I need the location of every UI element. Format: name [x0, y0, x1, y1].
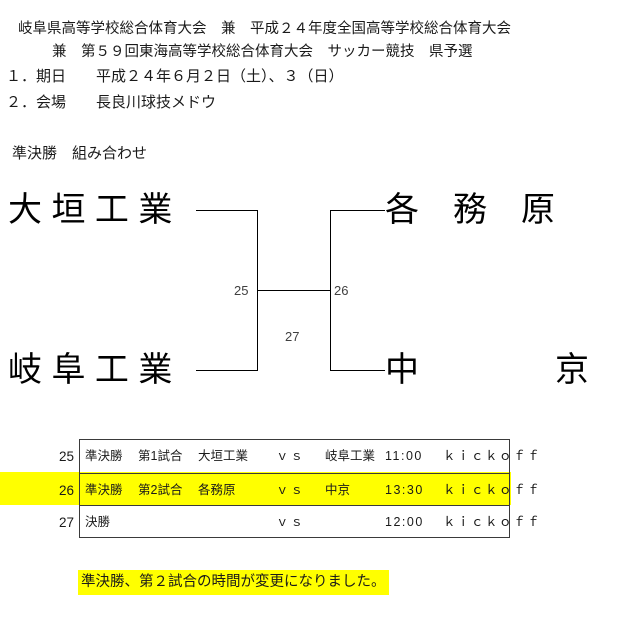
event-date-line: １．期日 平成２４年６月２日（土）、３（日） [6, 68, 344, 85]
bracket-diagram: 大 垣 工 業 岐 阜 工 業 各 務 原 中 京 25 26 27 [0, 180, 629, 400]
match-vs-separator: ｖｓ [276, 449, 306, 463]
bracket-line-right-vertical [330, 210, 331, 371]
match-kickoff-label: ｋｉｃｋｏｆｆ [443, 483, 542, 497]
bracket-team-bottom-left: 岐 阜 工 業 [8, 351, 173, 389]
match-game-label: 第2試合 [138, 483, 183, 497]
bracket-line-left-vertical [257, 210, 258, 371]
row-highlight-band [0, 472, 511, 505]
match-game-label: 第1試合 [138, 449, 183, 463]
match-stage: 決勝 [85, 515, 111, 529]
bracket-line-final-horizontal [258, 290, 330, 291]
bracket-team-top-left: 大 垣 工 業 [8, 191, 173, 229]
match-vs-separator: ｖｓ [276, 483, 306, 497]
schedule-change-notice: 準決勝、第２試合の時間が変更になりました。 [78, 570, 389, 595]
document-header: 岐阜県高等学校総合体育大会 兼 平成２４年度全国高等学校総合体育大会 兼 第５９… [0, 18, 629, 116]
bracket-node-26: 26 [334, 283, 349, 298]
match-vs-separator: ｖｓ [276, 515, 306, 529]
match-number: 27 [58, 515, 74, 530]
match-kickoff-time: 13:30 [385, 483, 424, 497]
match-kickoff-time: 12:00 [385, 515, 424, 529]
section-caption-semifinal-draw: 準決勝 組み合わせ [12, 145, 148, 162]
match-away-team: 岐阜工業 [325, 449, 376, 463]
bracket-line-left-top [196, 210, 258, 211]
match-away-team: 中京 [325, 483, 351, 497]
match-kickoff-label: ｋｉｃｋｏｆｆ [443, 449, 542, 463]
match-number: 25 [58, 449, 74, 464]
event-title-line-2: 兼 第５９回東海高等学校総合体育大会 サッカー競技 県予選 [52, 44, 473, 60]
match-number: 26 [58, 483, 74, 498]
table-row: 26 準決勝 第2試合 各務原 ｖｓ 中京 13:30 ｋｉｃｋｏｆｆ [59, 473, 540, 506]
match-stage: 準決勝 [85, 449, 123, 463]
event-title-line-1: 岐阜県高等学校総合体育大会 兼 平成２４年度全国高等学校総合体育大会 [18, 21, 511, 37]
bracket-team-top-right: 各 務 原 [385, 191, 555, 229]
bracket-team-bottom-right: 中 京 [385, 351, 589, 389]
bracket-node-25: 25 [234, 283, 249, 298]
table-row: 25 準決勝 第1試合 大垣工業 ｖｓ 岐阜工業 11:00 ｋｉｃｋｏｆｆ [59, 440, 540, 473]
match-table: 25 準決勝 第1試合 大垣工業 ｖｓ 岐阜工業 11:00 ｋｉｃｋｏｆｆ 2… [59, 439, 540, 539]
bracket-line-left-bottom [196, 370, 258, 371]
table-row: 27 決勝 ｖｓ 12:00 ｋｉｃｋｏｆｆ [59, 506, 540, 539]
event-venue-line: ２．会場 長良川球技メドウ [6, 94, 217, 111]
match-schedule: 25 準決勝 第1試合 大垣工業 ｖｓ 岐阜工業 11:00 ｋｉｃｋｏｆｆ 2… [0, 439, 629, 541]
bracket-line-right-top [330, 210, 385, 211]
match-kickoff-label: ｋｉｃｋｏｆｆ [443, 515, 542, 529]
match-home-team: 大垣工業 [198, 449, 249, 463]
bracket-line-right-bottom [330, 370, 385, 371]
match-kickoff-time: 11:00 [385, 449, 423, 463]
match-stage: 準決勝 [85, 483, 123, 497]
bracket-node-27: 27 [285, 329, 300, 344]
match-home-team: 各務原 [198, 483, 236, 497]
